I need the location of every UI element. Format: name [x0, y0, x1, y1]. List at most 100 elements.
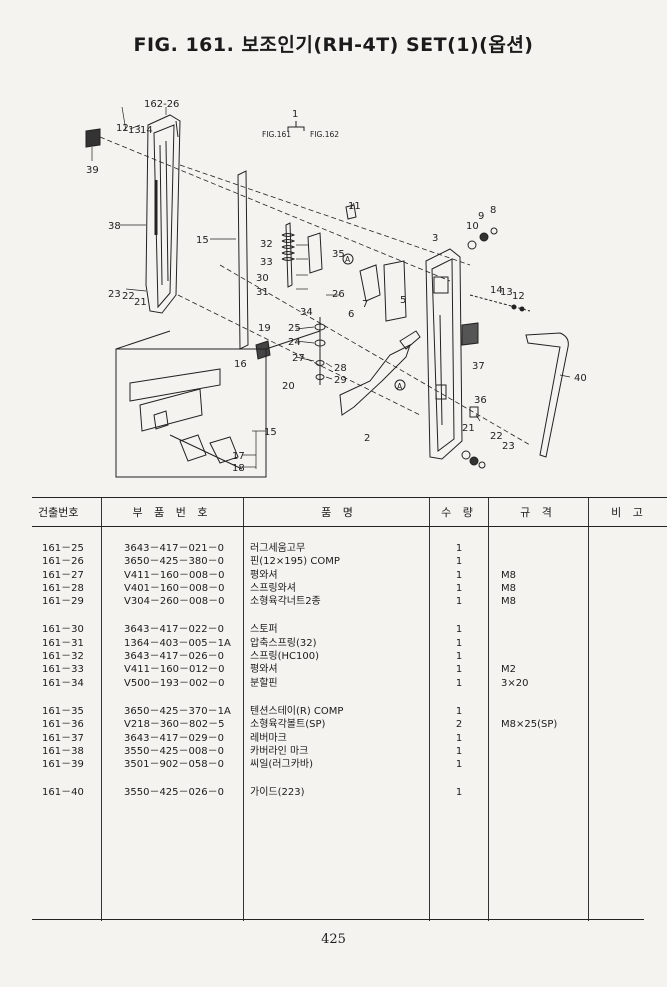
- cell-part-no: V218－360－802－5: [101, 718, 244, 732]
- callout-15: 15: [196, 235, 209, 246]
- cell-name: 분할핀: [243, 676, 430, 690]
- callout-27: 27: [292, 353, 305, 364]
- cell-name: 씨일(러그카바): [243, 758, 430, 772]
- cell-note: [588, 623, 667, 637]
- callout-21-right: 21: [462, 423, 475, 434]
- cell-note: [588, 758, 667, 772]
- cell-item-no: 161－27: [42, 569, 84, 581]
- cell-part-no: 3643－417－021－0: [101, 542, 244, 556]
- cell-name: 압축스프링(32): [243, 636, 430, 651]
- exploded-parts-diagram: 1 FIG.161 FIG.162 162-26 12 13 14 39 38 …: [85, 99, 587, 478]
- cell-name: 카버라인 마크: [243, 744, 430, 759]
- cell-note: [588, 704, 667, 719]
- callout-14: 14: [140, 125, 153, 136]
- callout-34: 34: [300, 307, 313, 318]
- cell-spec: M8×25(SP): [488, 718, 589, 732]
- cell-name: 가이드(223): [243, 786, 430, 800]
- cell-spec: [488, 623, 589, 637]
- callout-16: 16: [234, 359, 247, 370]
- callout-12-right: 12: [512, 291, 525, 302]
- callout-13-right: 13: [500, 287, 513, 298]
- cell-part-no: V500－193－002－0: [101, 676, 244, 690]
- table-header-row: 건출번호 부 품 번 호 품 명 수 량 규 격 비 고: [32, 497, 667, 527]
- cell-note: [588, 744, 667, 759]
- cell-name: 핀(12×195) COMP: [243, 555, 430, 569]
- page-title: FIG. 161. 보조인기(RH-4T) SET(1)(옵션): [133, 34, 534, 56]
- cell-part-no: 3550－425－008－0: [101, 744, 244, 759]
- header-name: 품 명: [243, 497, 430, 527]
- cell-qty: 1: [429, 636, 489, 651]
- cell-note: [588, 568, 667, 582]
- cell-item-no: 161－36: [42, 719, 84, 731]
- cell-name: 스프링와셔: [243, 581, 430, 596]
- cell-qty: 2: [429, 718, 489, 732]
- cell-spec: [488, 650, 589, 664]
- cell-item-no: 161－25: [42, 543, 84, 554]
- cell-note: [588, 786, 667, 800]
- table-spacer: [32, 771, 667, 787]
- header-qty: 수 량: [429, 497, 489, 527]
- parts-table: 건출번호 부 품 번 호 품 명 수 량 규 격 비 고 161－25 3643－…: [32, 497, 667, 921]
- cell-part-no: 3650－425－370－1A: [101, 704, 244, 719]
- header-spec: 규 격: [488, 497, 589, 527]
- cell-part-no: 1364－403－005－1A: [101, 636, 244, 651]
- cell-note: [588, 663, 667, 677]
- cell-note: [588, 542, 667, 556]
- cell-part-no: V411－160－008－0: [101, 568, 244, 582]
- cell-qty: 1: [429, 542, 489, 556]
- callout-24: 24: [288, 337, 301, 348]
- callout-38: 38: [108, 221, 121, 232]
- cell-qty: 1: [429, 744, 489, 759]
- callout-14-right: 14: [490, 285, 503, 296]
- callout-10: 10: [466, 221, 479, 232]
- table-filler: [32, 814, 667, 921]
- cell-note: [588, 650, 667, 664]
- callout-5: 5: [400, 295, 406, 306]
- cell-name: 레버마크: [243, 731, 430, 745]
- part-39-label: [85, 128, 101, 148]
- cell-part-no: 3550－425－026－0: [101, 786, 244, 800]
- callout-37: 37: [472, 361, 485, 372]
- cell-item-no: 161－40: [42, 787, 84, 799]
- table-spacer: [32, 608, 667, 624]
- cell-name: 텐션스테이(R) COMP: [243, 704, 430, 719]
- cell-qty: 1: [429, 786, 489, 800]
- cell-item-no: 161－38: [42, 745, 84, 757]
- cell-note: [588, 595, 667, 609]
- callout-33: 33: [260, 257, 273, 268]
- cell-spec: [488, 731, 589, 745]
- callout-A-lower: A: [397, 382, 403, 391]
- cell-spec: [488, 636, 589, 651]
- callout-12: 12: [116, 123, 129, 134]
- callout-32: 32: [260, 239, 273, 250]
- cell-name: 소형육각볼트(SP): [243, 718, 430, 732]
- callout-13: 13: [128, 125, 141, 136]
- cell-item-no: 161－34: [42, 677, 84, 689]
- cell-spec: [488, 555, 589, 569]
- callout-25: 25: [288, 323, 301, 334]
- callout-1: 1: [292, 109, 298, 120]
- cell-item-no: 161－32: [42, 651, 84, 663]
- detail-inset-box: [115, 330, 321, 478]
- callout-36: 36: [474, 395, 487, 406]
- callout-6: 6: [348, 309, 354, 320]
- callout-23-right: 23: [502, 441, 515, 452]
- cell-item-no: 161－35: [42, 705, 84, 717]
- cell-name: 평와셔: [243, 663, 430, 677]
- cell-note: [588, 718, 667, 732]
- cell-spec: [488, 542, 589, 556]
- callout-fig161: FIG.161: [262, 130, 291, 139]
- cell-spec: M2: [488, 663, 589, 677]
- cell-qty: 1: [429, 663, 489, 677]
- callout-15-inset: 15: [264, 427, 277, 438]
- cell-spec: [488, 704, 589, 719]
- cell-note: [588, 555, 667, 569]
